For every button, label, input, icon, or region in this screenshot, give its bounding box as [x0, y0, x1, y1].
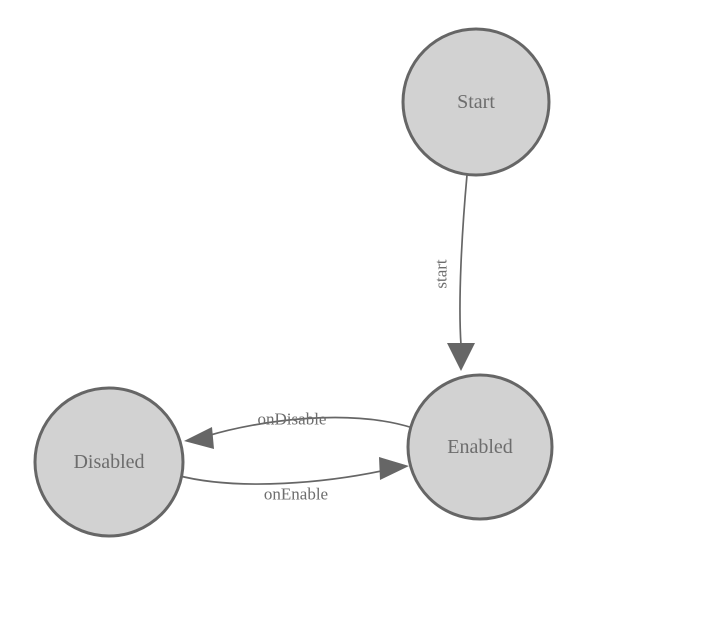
node-enabled[interactable]: Enabled [406, 373, 554, 521]
node-start-circle[interactable] [401, 27, 551, 177]
edge-start-to-enabled[interactable]: start [432, 174, 476, 371]
edge-enabled-to-disabled[interactable]: onDisable [184, 410, 414, 450]
edge-start-to-enabled-path [459, 174, 468, 346]
edge-start-to-enabled-arrowhead-icon [447, 343, 475, 371]
edge-enabled-to-disabled-arrowhead-icon [184, 427, 214, 449]
node-disabled[interactable]: Disabled [33, 386, 185, 538]
edge-disabled-to-enabled-path [175, 469, 387, 485]
node-disabled-label: Disabled [73, 451, 144, 473]
edge-enabled-to-disabled-path [206, 416, 414, 437]
node-start-label: Start [457, 91, 495, 113]
edge-label-onenable: onEnable [264, 485, 328, 504]
node-enabled-label: Enabled [447, 436, 513, 458]
node-start[interactable]: Start [401, 27, 551, 177]
edge-label-ondisable: onDisable [258, 410, 327, 429]
node-disabled-circle[interactable] [33, 386, 185, 538]
edge-label-start: start [432, 259, 451, 289]
edge-disabled-to-enabled-arrowhead-icon [379, 457, 409, 480]
edge-disabled-to-enabled[interactable]: onEnable [175, 457, 409, 504]
node-enabled-circle[interactable] [406, 373, 554, 521]
